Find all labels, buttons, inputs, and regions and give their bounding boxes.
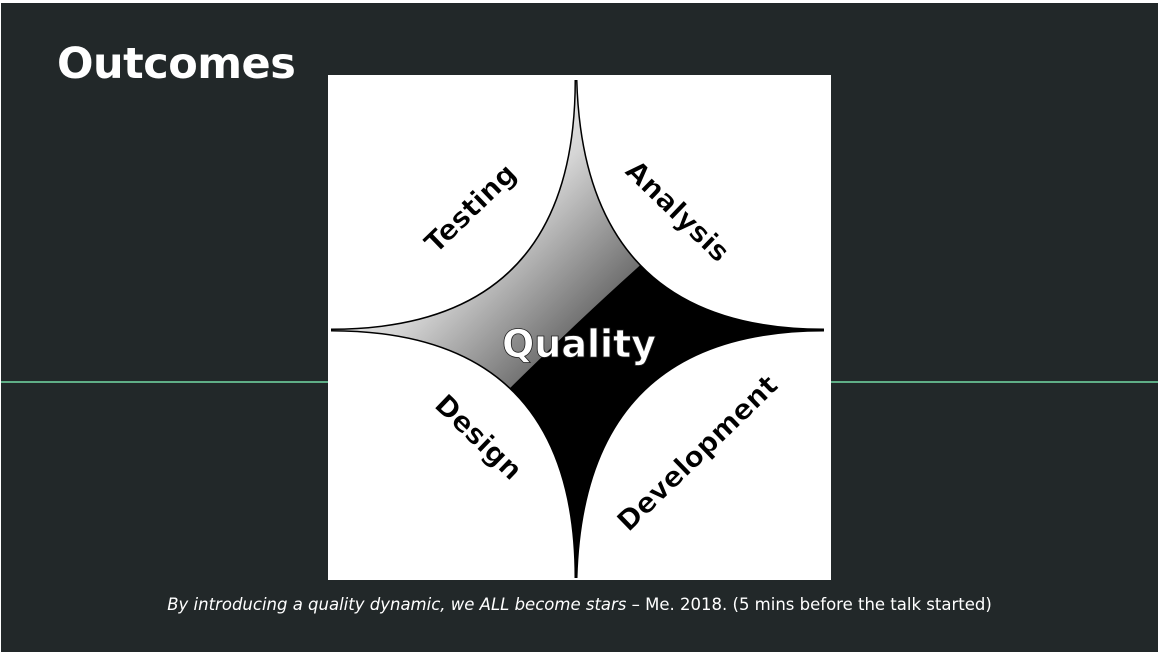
caption-attribution: – Me. 2018. (5 mins before the talk star… (626, 595, 992, 614)
slide-title: Outcomes (57, 39, 296, 89)
label-analysis: Analysis (619, 154, 736, 269)
label-testing: Testing (418, 157, 523, 260)
slide: Outcomes Testing (1, 3, 1158, 652)
center-label-quality: Quality (502, 322, 656, 366)
star-diagram-svg: Testing Analysis Design Development Qual… (330, 79, 825, 579)
quality-star-diagram: Testing Analysis Design Development Qual… (328, 75, 831, 580)
slide-caption: By introducing a quality dynamic, we ALL… (1, 595, 1158, 614)
label-design: Design (428, 388, 529, 487)
caption-quote: By introducing a quality dynamic, we ALL… (167, 595, 627, 614)
